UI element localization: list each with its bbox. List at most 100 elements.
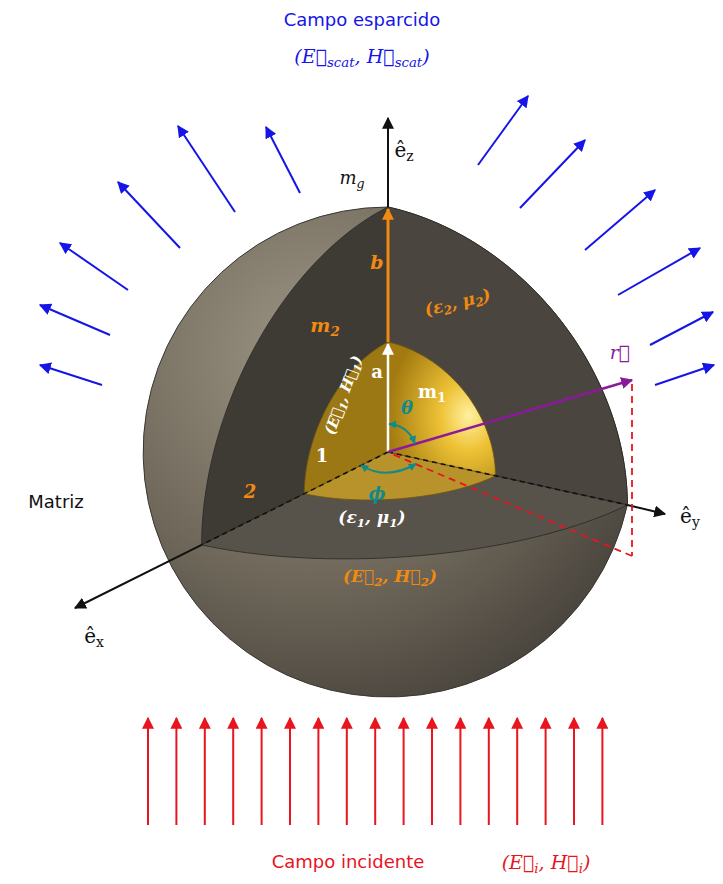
field-arrow xyxy=(488,718,490,825)
field-arrow xyxy=(655,365,714,385)
axis-label: êy xyxy=(680,505,700,527)
field-symbol: (E⃗i, H⃗i) xyxy=(502,852,591,873)
radius-a xyxy=(387,344,390,452)
text-run: ê xyxy=(84,624,96,648)
text-run: m xyxy=(418,381,437,402)
field-arrow xyxy=(374,718,376,825)
text-run: (E⃗ xyxy=(502,851,535,873)
medium-label: m1 xyxy=(418,382,446,402)
vector-label: r⃗ xyxy=(610,342,630,363)
text-run: ϕ xyxy=(369,483,386,504)
text-run: (ε xyxy=(338,507,356,527)
radius-b xyxy=(387,209,390,342)
field-arrow xyxy=(585,190,655,250)
text-run: , μ xyxy=(365,507,389,527)
subscript: i xyxy=(534,861,538,876)
subscript: 1 xyxy=(357,515,365,529)
y-axis xyxy=(627,505,665,514)
field-title: Campo esparcido xyxy=(284,10,441,30)
text-run: r⃗ xyxy=(610,341,630,363)
projection-line xyxy=(392,454,632,556)
field-arrow xyxy=(261,718,263,825)
incident-field xyxy=(148,718,602,825)
subscript: z xyxy=(406,148,413,164)
text-run: ê xyxy=(680,504,692,528)
text-run: , H⃗ xyxy=(539,851,579,873)
subscript: 2 xyxy=(421,574,429,588)
axis-label: êx xyxy=(84,625,104,647)
subscript: g xyxy=(357,176,365,191)
field-arrow xyxy=(478,96,528,165)
text-run: ) xyxy=(583,851,590,873)
subscript: 1 xyxy=(389,515,397,529)
text-run: ) xyxy=(429,566,437,586)
field-arrow xyxy=(266,127,300,193)
text-run: (E⃗ xyxy=(343,566,374,586)
field-arrow xyxy=(403,718,405,825)
field-arrow xyxy=(573,718,575,825)
position-vector xyxy=(388,380,632,452)
field-arrow xyxy=(431,718,433,825)
radius-label: a xyxy=(371,362,383,382)
field-arrow xyxy=(459,718,461,825)
field-arrow xyxy=(317,718,319,825)
text-run: (E⃗ xyxy=(294,45,327,67)
field-arrow xyxy=(346,718,348,825)
subscript: scat xyxy=(395,55,423,70)
text-run: ) xyxy=(398,507,406,527)
region-number: 1 xyxy=(316,446,329,466)
z-axis xyxy=(387,118,389,207)
medium-label: m2 xyxy=(310,315,339,336)
medium-label: mg xyxy=(339,168,364,188)
outer-shell xyxy=(143,207,627,697)
phi-arc xyxy=(361,464,416,473)
theta-arc xyxy=(389,424,415,443)
field-arrow xyxy=(175,718,177,825)
text-run: m xyxy=(310,314,330,336)
shell-cut-face xyxy=(388,207,627,505)
field-arrow xyxy=(232,718,234,825)
field-arrow xyxy=(545,718,547,825)
field-arrow xyxy=(618,248,700,295)
text-run: a xyxy=(371,361,383,382)
text-run: Campo esparcido xyxy=(284,9,441,30)
field-arrow xyxy=(40,365,102,385)
text-run: , H⃗ xyxy=(355,45,395,67)
text-run: b xyxy=(370,251,383,273)
text-run: θ xyxy=(401,397,413,418)
material-label: (ε1, μ1) xyxy=(338,508,405,527)
x-axis-hidden xyxy=(202,452,388,545)
subscript: 2 xyxy=(374,574,382,588)
angle-label: θ xyxy=(401,398,413,418)
field-arrow xyxy=(650,312,713,345)
text-run: (ε xyxy=(423,296,446,320)
field-arrow xyxy=(204,718,206,825)
subscript: 1 xyxy=(437,390,446,405)
axis-label: êz xyxy=(394,139,413,161)
projection-line xyxy=(631,384,633,556)
field-arrow xyxy=(147,718,149,825)
field-arrow xyxy=(520,140,585,208)
text-run: ê xyxy=(394,138,406,162)
field-arrow xyxy=(516,718,518,825)
field-arrow xyxy=(40,305,110,335)
text-run: m xyxy=(339,167,356,188)
angle-label: ϕ xyxy=(369,484,386,504)
y-axis-hidden xyxy=(388,452,627,505)
x-axis xyxy=(75,545,202,608)
text-run: Matriz xyxy=(28,491,83,512)
field-arrow xyxy=(60,243,128,290)
region-number: 2 xyxy=(244,482,257,502)
field-arrow xyxy=(601,718,603,825)
core-dome xyxy=(388,342,495,476)
matrix-label: Matriz xyxy=(28,492,83,512)
subscript: x xyxy=(96,634,104,650)
field-arrow xyxy=(289,718,291,825)
subscript: y xyxy=(692,514,700,530)
text-run: Campo incidente xyxy=(272,851,425,872)
text-run: 1 xyxy=(316,445,329,466)
text-run: , H⃗ xyxy=(383,566,421,586)
field-arrow xyxy=(178,126,235,212)
